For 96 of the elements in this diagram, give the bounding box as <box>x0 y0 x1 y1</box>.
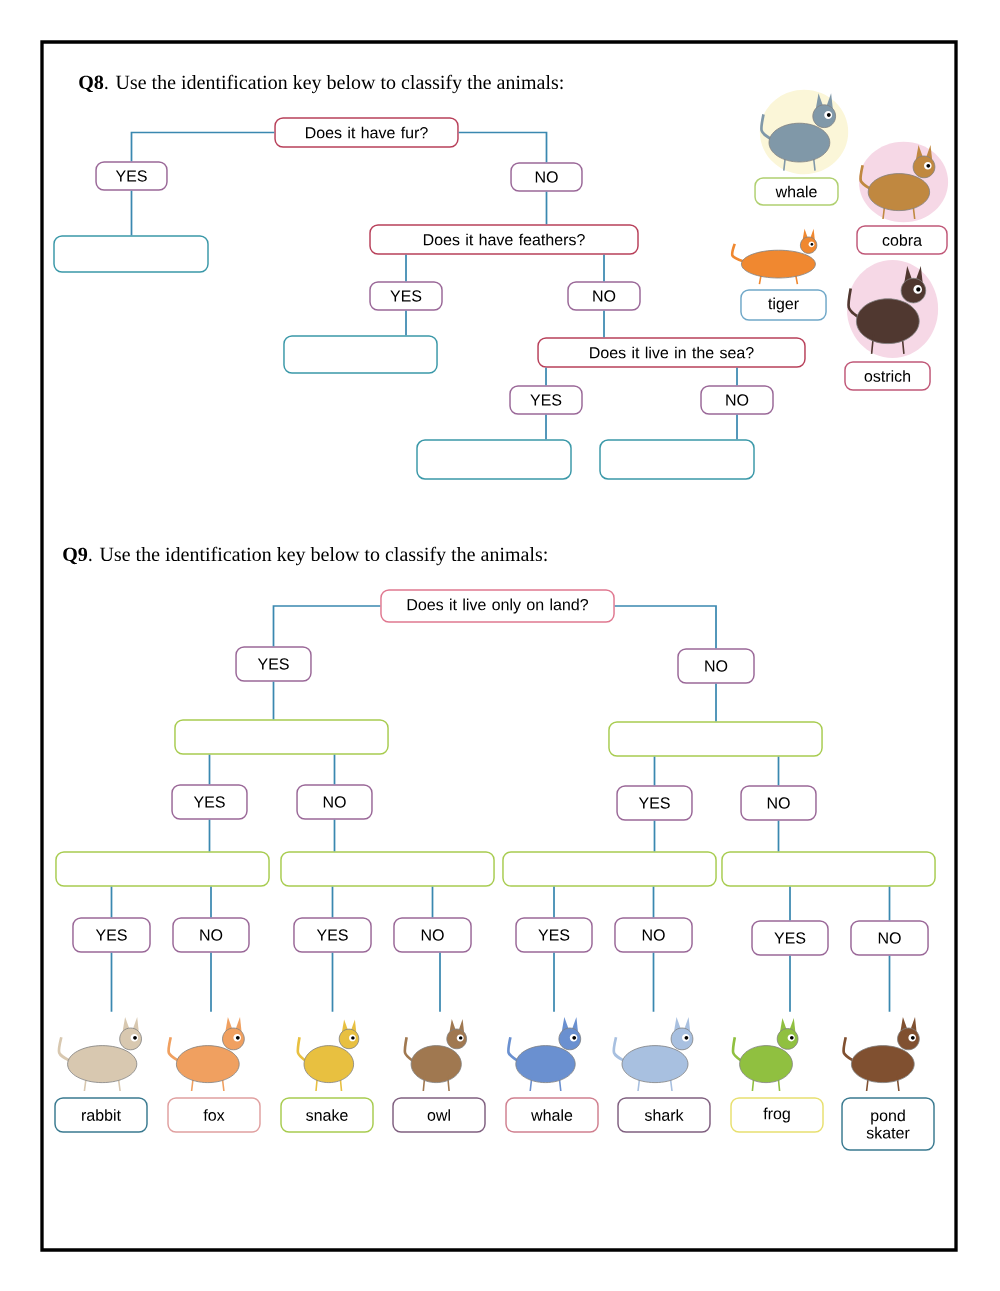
connector-line <box>777 819 780 853</box>
connector-line <box>130 189 133 237</box>
answer-box <box>55 851 270 887</box>
connector-line <box>110 885 113 919</box>
connector-line <box>431 885 434 919</box>
answer-label-box: NO <box>296 784 373 820</box>
connector-line <box>603 253 605 283</box>
connector-line <box>110 951 113 1013</box>
answer-label-box: YES <box>369 281 443 311</box>
connector-line <box>888 954 891 1013</box>
connector-line <box>603 309 605 339</box>
connector-line <box>653 755 656 787</box>
animal-drawing <box>842 1017 920 1092</box>
connector-line <box>210 951 212 1013</box>
question-box: Does it have fur? <box>274 117 459 148</box>
connector-line <box>130 131 276 163</box>
connector-line <box>553 951 555 1013</box>
connector-line <box>736 366 738 387</box>
connector-line <box>405 309 407 337</box>
animal-label: shark <box>617 1097 711 1133</box>
answer-label-box: NO <box>700 385 774 415</box>
answer-box <box>721 851 936 887</box>
answer-label-box: YES <box>235 646 312 682</box>
animal-drawing <box>506 1017 582 1092</box>
answer-label-box: NO <box>510 162 583 192</box>
connector-line <box>210 885 212 919</box>
animal-label: frog <box>730 1097 824 1133</box>
connector-line <box>545 190 548 226</box>
animal-drawing <box>731 1018 799 1092</box>
animal-drawing <box>403 1019 467 1092</box>
connector-line <box>545 413 547 441</box>
connector-line <box>789 885 791 922</box>
connector-line <box>653 819 656 853</box>
connector-line <box>777 755 780 787</box>
connector-line <box>208 753 211 786</box>
question-box: Does it have feathers? <box>369 224 639 255</box>
answer-box <box>599 439 755 480</box>
answer-label-box: NO <box>614 917 693 953</box>
answer-box <box>174 719 389 755</box>
answer-label-box: YES <box>95 161 168 191</box>
connector-line <box>333 818 336 853</box>
answer-label-box: NO <box>677 648 755 684</box>
animal-label: snake <box>280 1097 374 1133</box>
question-heading: Q9. Use the identification key below to classify the animals: <box>63 546 547 566</box>
connector-line <box>272 605 382 648</box>
answer-label-box: YES <box>171 784 248 820</box>
animal-label: fox <box>167 1097 261 1133</box>
answer-label-box: YES <box>751 920 829 956</box>
connector-line <box>715 682 717 723</box>
animal-label: pond skater <box>841 1097 935 1151</box>
animal-drawing <box>57 1017 142 1092</box>
answer-box <box>53 235 209 273</box>
connector-line <box>439 951 441 1013</box>
animal-label: owl <box>392 1097 486 1133</box>
connector-line <box>457 131 548 164</box>
animal-label: whale <box>505 1097 599 1133</box>
answer-box <box>608 721 823 757</box>
question-box: Does it live only on land? <box>380 589 615 623</box>
connector-line <box>331 951 334 1013</box>
connector-line <box>405 253 407 283</box>
answer-label-box: YES <box>72 917 151 953</box>
connector-line <box>789 954 791 1013</box>
animal-label: rabbit <box>54 1097 148 1133</box>
answer-label-box: YES <box>515 917 593 953</box>
connector-line <box>736 413 738 441</box>
animal-label: cobra <box>856 225 948 255</box>
connector-line <box>888 885 891 922</box>
connector-line <box>553 885 555 919</box>
connector-line <box>545 366 547 387</box>
answer-label-box: NO <box>850 920 929 956</box>
answer-label-box: NO <box>172 917 250 953</box>
animal-label: tiger <box>740 289 827 321</box>
animal-label: ostrich <box>844 361 931 391</box>
question-box: Does it live in the sea? <box>537 337 806 368</box>
answer-box <box>283 335 438 374</box>
connector-line <box>208 818 211 853</box>
animal-drawing <box>167 1017 245 1092</box>
answer-box <box>416 439 572 480</box>
animal-drawing <box>612 1017 694 1092</box>
answer-label-box: NO <box>393 917 472 953</box>
answer-label-box: NO <box>567 281 641 311</box>
answer-box <box>280 851 495 887</box>
connector-line <box>613 605 717 650</box>
animal-drawing <box>296 1019 360 1092</box>
question-heading: Q8. Use the identification key below to classify the animals: <box>79 74 563 94</box>
answer-label-box: YES <box>509 385 583 415</box>
answer-box <box>502 851 717 887</box>
connector-line <box>331 885 334 919</box>
connector-line <box>652 885 655 919</box>
animal-label: whale <box>754 177 839 206</box>
answer-label-box: NO <box>740 785 817 821</box>
connector-line <box>652 951 655 1013</box>
connector-line <box>333 753 336 786</box>
connector-line <box>272 680 275 721</box>
answer-label-box: YES <box>293 917 372 953</box>
answer-label-box: YES <box>616 785 693 821</box>
